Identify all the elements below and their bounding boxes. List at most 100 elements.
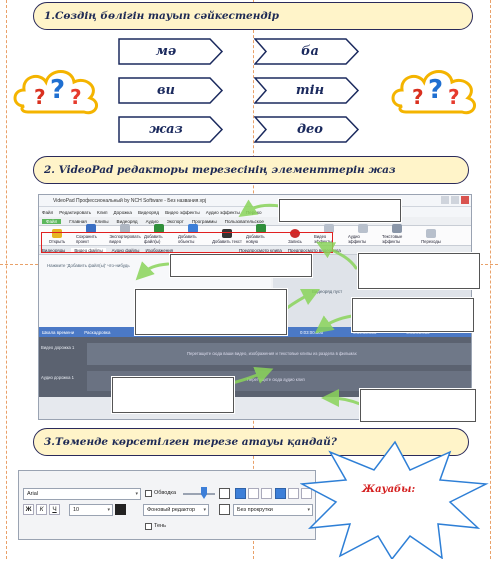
close-icon[interactable] <box>461 196 469 204</box>
menu-item[interactable]: Клип <box>97 209 108 215</box>
bold-button[interactable]: Ж <box>23 504 34 515</box>
scroll-select[interactable]: Без прокрутки▾ <box>233 504 313 516</box>
word-tag-left[interactable]: мә <box>118 38 224 65</box>
menu-item[interactable]: Видео эффекты <box>165 209 200 215</box>
text-color-swatch[interactable] <box>115 504 126 515</box>
open-button[interactable]: Открыть <box>42 229 72 244</box>
save-project-button[interactable]: Сохранить проект <box>76 224 106 244</box>
word-tag-right[interactable]: део <box>254 116 360 143</box>
maximize-icon[interactable] <box>451 196 459 204</box>
task-3-text: 3.Төменде көрсетілген терезе атауы қанда… <box>44 436 337 448</box>
task-1-banner: 1.Сөздің бөлігін тауып сәйкестендір <box>33 2 473 30</box>
word-tag-left[interactable]: ви <box>118 77 224 104</box>
answer-box[interactable] <box>358 253 480 289</box>
answer-box[interactable] <box>135 289 287 335</box>
tab-clips[interactable]: Клипы <box>94 218 109 224</box>
shadow-checkbox[interactable] <box>145 523 152 530</box>
menu-item[interactable]: Файл <box>42 209 54 215</box>
tab-sequence-preview[interactable]: Предпросмотр видеоряда <box>287 247 341 253</box>
answer-box[interactable] <box>360 389 476 422</box>
answer-box[interactable] <box>112 377 234 413</box>
underline-button[interactable]: Ч <box>49 504 60 515</box>
word-tag-right[interactable]: ба <box>254 38 360 65</box>
tab-home[interactable]: Главная <box>69 218 87 224</box>
tab-images[interactable]: Изображения <box>145 247 174 253</box>
add-text-button[interactable]: Добавить текст <box>212 229 242 244</box>
question-cloud-icon: ? ? ? <box>10 62 102 120</box>
timeline[interactable]: Видео дорожка 1 Перетащите сюда ваши вид… <box>39 337 471 397</box>
outline-checkbox[interactable] <box>145 490 152 497</box>
guide-line <box>6 0 7 559</box>
font-size-select[interactable]: 10▾ <box>69 504 113 516</box>
tab-sequence[interactable]: Видеоряд <box>116 218 138 224</box>
record-button[interactable]: Запись <box>280 229 310 244</box>
answer-box[interactable] <box>352 298 474 332</box>
tab-timeline[interactable]: Шкала времени <box>42 329 75 335</box>
word-tag-left[interactable]: жаз <box>118 116 224 143</box>
tab-video-files[interactable]: Видео файлы <box>71 247 106 253</box>
menu-item[interactable]: Редактировать <box>59 209 92 215</box>
word-tag-text: ви <box>157 83 175 98</box>
timecode: 0:04:00.000 <box>353 329 377 335</box>
word-tag-text: део <box>297 122 323 137</box>
add-files-button[interactable]: Добавить файл(ы) <box>144 224 174 244</box>
font-select[interactable]: Arial▾ <box>23 488 141 500</box>
add-objects-button[interactable]: Добавить объекты <box>178 224 208 244</box>
shadow-label: Тень <box>154 523 167 529</box>
timecode: 0:05:00.000 <box>406 329 430 335</box>
window-controls <box>441 196 469 204</box>
menu-item[interactable]: Видеоряд <box>137 209 160 215</box>
task-2-banner: 2. VideoPad редакторы терезесінің элемен… <box>33 156 469 184</box>
outline-slider-track[interactable] <box>183 493 215 495</box>
video-track[interactable]: Перетащите сюда ваши видео, изображения … <box>87 343 471 365</box>
preview-empty-label: Видеоряд пуст <box>312 289 343 294</box>
task-2-text: 2. VideoPad редакторы терезесінің элемен… <box>44 164 396 176</box>
add-new-button[interactable]: Добавить новую <box>246 224 276 244</box>
outline-slider-thumb[interactable] <box>201 487 207 499</box>
answer-label: Жауабы: <box>362 484 416 495</box>
menu-item[interactable]: Аудио эффекты <box>205 209 240 215</box>
align-center-icon[interactable] <box>248 488 259 499</box>
svg-text:?: ? <box>70 85 82 109</box>
svg-text:?: ? <box>412 85 424 109</box>
audio-effects-button[interactable]: Аудио эффекты <box>348 224 378 244</box>
tab-programs[interactable]: Программы <box>191 218 217 224</box>
tab-sequences[interactable]: Видеоряды <box>42 247 66 253</box>
tab-clip-preview[interactable]: Предпросмотр клипа <box>239 247 282 253</box>
audio-track-label: Аудио дорожка 1 <box>41 375 74 380</box>
tab-export[interactable]: Экспорт <box>166 218 184 224</box>
align-middle-icon[interactable] <box>288 488 299 499</box>
word-tag-text: мә <box>155 44 177 59</box>
word-tag-text: ба <box>301 44 319 59</box>
background-select[interactable]: Фоновый редактор▾ <box>143 504 209 516</box>
tab-storyboard[interactable]: Раскадровка <box>84 329 111 335</box>
svg-text:?: ? <box>428 75 443 105</box>
tab-audio-files[interactable]: Аудио файлы <box>111 247 140 253</box>
align-bottom-icon[interactable] <box>301 488 312 499</box>
video-track-label: Видео дорожка 1 <box>41 345 75 350</box>
transitions-button[interactable]: Переходы <box>416 229 446 244</box>
align-top-icon[interactable] <box>275 488 286 499</box>
text-format-panel: Arial▾ Обводка Ж К Ч 10▾ Фоновый редакто… <box>18 470 316 540</box>
tab-custom[interactable]: Пользовательское <box>224 218 264 224</box>
window-title: VideoPad Профессиональный by NCH Softwar… <box>53 197 207 204</box>
outline-color-swatch[interactable] <box>219 488 230 499</box>
text-effects-button[interactable]: Текстовые эффекты <box>382 224 412 244</box>
svg-text:?: ? <box>448 85 460 109</box>
italic-button[interactable]: К <box>36 504 47 515</box>
word-tag-text: жаз <box>149 122 183 137</box>
export-video-button[interactable]: Экспортировать видео <box>109 224 141 244</box>
background-color-swatch[interactable] <box>219 504 230 515</box>
tab-file[interactable]: Файл <box>42 218 62 224</box>
question-cloud-icon: ? ? ? <box>388 62 480 120</box>
menu-item[interactable]: Дорожка <box>113 209 132 215</box>
answer-box[interactable] <box>279 199 401 222</box>
word-tag-right[interactable]: тін <box>254 77 360 104</box>
minimize-icon[interactable] <box>441 196 449 204</box>
align-right-icon[interactable] <box>261 488 272 499</box>
tab-audio[interactable]: Аудио <box>145 218 159 224</box>
answer-box[interactable] <box>170 254 312 277</box>
align-left-icon[interactable] <box>235 488 246 499</box>
video-effects-button[interactable]: Видео эффекты <box>314 224 344 244</box>
